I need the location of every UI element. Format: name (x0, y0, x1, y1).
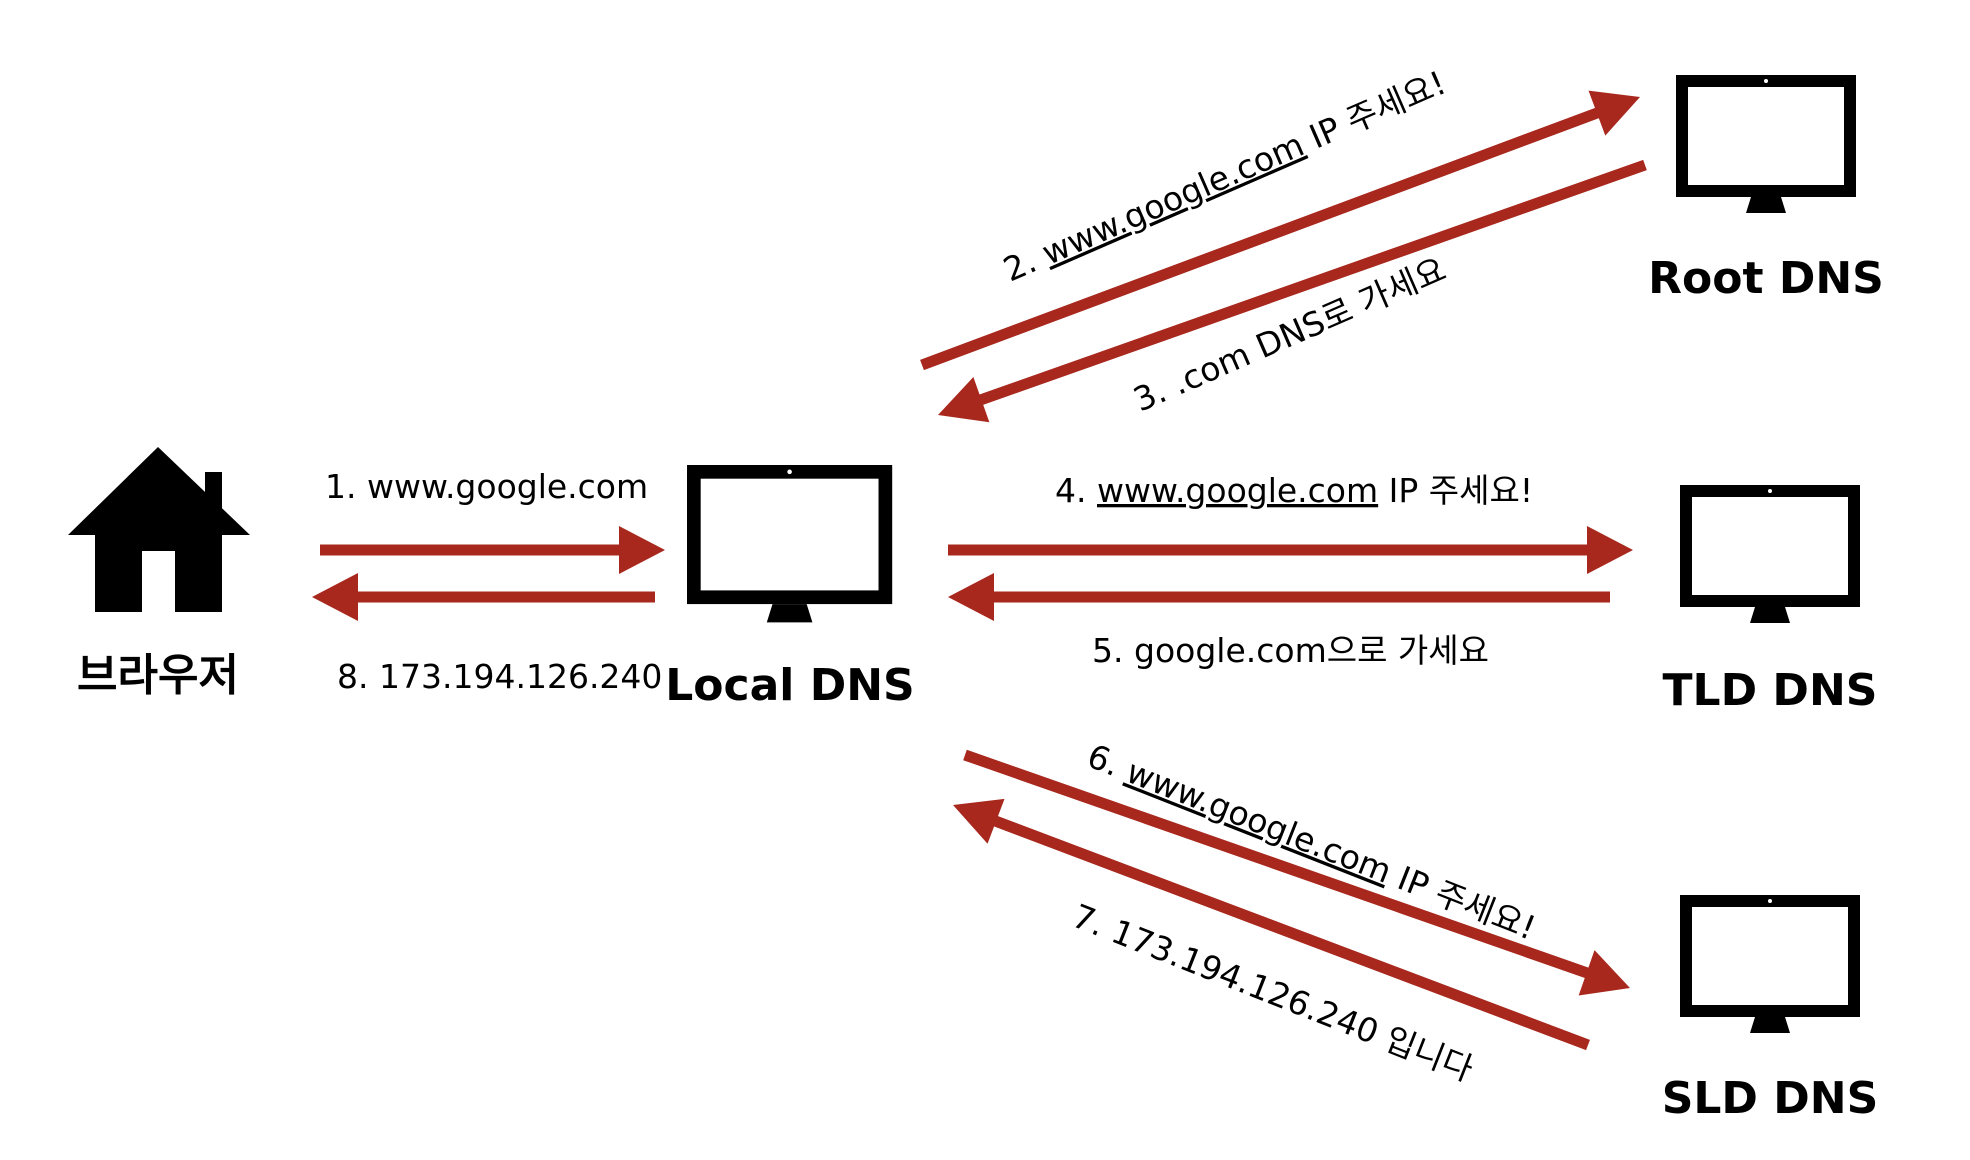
tld-dns-node: TLD DNS (1663, 485, 1878, 716)
root-dns-label: Root DNS (1648, 253, 1884, 304)
root-dns-monitor-icon (1676, 75, 1856, 213)
arrow-8-local-to-browser-head (312, 573, 358, 621)
arrow-5-tld-to-local (948, 573, 1610, 621)
message-5: 5. google.com으로 가세요 (1092, 631, 1489, 670)
local-dns-node: Local DNS (665, 465, 915, 711)
tld-dns-monitor-icon (1680, 485, 1860, 623)
arrow-5-tld-to-local-head (948, 573, 994, 621)
arrow-4-local-to-tld (948, 526, 1633, 574)
arrow-6-local-to-sld-shaft (963, 749, 1591, 979)
arrow-2-local-to-root-head (1588, 90, 1640, 136)
arrow-6-local-to-sld-head (1578, 950, 1630, 996)
message-1: 1. www.google.com (325, 467, 648, 506)
arrow-1-browser-to-local-head (619, 526, 665, 574)
message-4: 4. www.google.com IP 주세요! (1055, 471, 1533, 510)
arrow-6-local-to-sld (963, 749, 1630, 996)
arrow-7-sld-to-local (953, 798, 1590, 1051)
browser-label: 브라우저 (77, 650, 239, 701)
sld-dns-label: SLD DNS (1662, 1073, 1879, 1124)
sld-dns-node: SLD DNS (1662, 895, 1879, 1124)
arrow-1-browser-to-local (320, 526, 665, 574)
arrow-3-root-to-local-head (938, 377, 990, 423)
arrow-7-sld-to-local-head (953, 798, 1005, 844)
arrow-8-local-to-browser (312, 573, 655, 621)
sld-dns-monitor-icon (1680, 895, 1860, 1033)
arrow-2-local-to-root (920, 90, 1640, 371)
tld-dns-label: TLD DNS (1663, 665, 1878, 716)
arrow-4-local-to-tld-head (1587, 526, 1633, 574)
message-6: 6. www.google.com IP 주세요! (1082, 736, 1541, 948)
arrow-3-root-to-local-shaft (977, 159, 1647, 406)
arrows (312, 90, 1647, 1051)
local-dns-monitor-icon (687, 465, 893, 623)
root-dns-node: Root DNS (1648, 75, 1884, 304)
house-icon (68, 447, 250, 612)
arrow-3-root-to-local (938, 159, 1647, 423)
browser-node: 브라우저 (68, 447, 250, 701)
arrow-2-local-to-root-shaft (920, 107, 1601, 371)
message-8: 8. 173.194.126.240 (337, 657, 662, 696)
local-dns-label: Local DNS (665, 660, 914, 711)
arrow-7-sld-to-local-shaft (992, 815, 1590, 1051)
